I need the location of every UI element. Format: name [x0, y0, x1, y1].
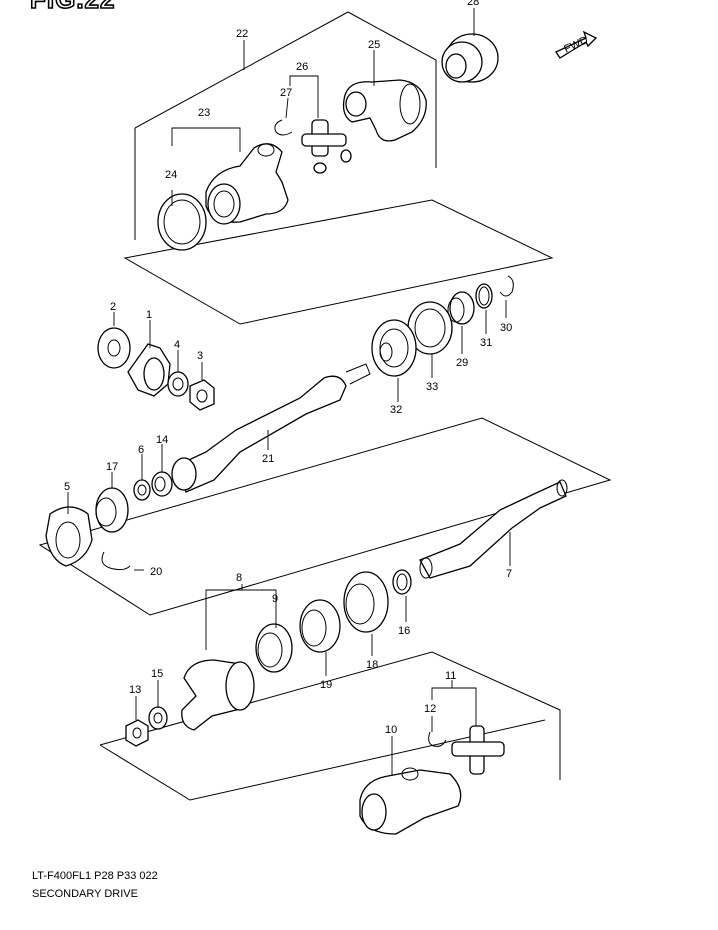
- label-20: 20: [150, 566, 162, 578]
- part-5-gear: [45, 506, 93, 567]
- label-2: 2: [110, 301, 116, 313]
- part-14-collar: [151, 471, 173, 497]
- part-16-ring: [392, 569, 412, 595]
- label-30: 30: [500, 322, 512, 334]
- label-17: 17: [106, 461, 118, 473]
- part-19-seal: [299, 599, 341, 653]
- label-9: 9: [272, 593, 278, 605]
- part-7-shaft: [419, 479, 568, 579]
- part-32-bearing: [371, 319, 417, 377]
- part-9-seal: [255, 623, 293, 673]
- part-23-yoke: [205, 143, 289, 225]
- label-25: 25: [368, 39, 380, 51]
- figure-title: FIG.22: [29, 0, 115, 15]
- label-10: 10: [385, 724, 397, 736]
- part-20-circlip: [101, 551, 131, 571]
- leader-lines: [67, 8, 511, 776]
- part-24-ring: [157, 193, 207, 251]
- label-7: 7: [506, 568, 512, 580]
- svg-text:FWD: FWD: [562, 34, 590, 55]
- label-5: 5: [64, 481, 70, 493]
- label-22: 22: [236, 28, 248, 40]
- fwd-arrow-icon: FWD: [555, 30, 598, 59]
- part-labels: 22 23 24 26 27 25 28 30 31 29 33 32 21 2…: [64, 0, 512, 736]
- label-32: 32: [390, 404, 402, 416]
- label-31: 31: [480, 337, 492, 349]
- drawing-name: SECONDARY DRIVE: [32, 888, 138, 900]
- label-16: 16: [398, 625, 410, 637]
- label-4: 4: [174, 339, 180, 351]
- part-4-washer: [167, 371, 189, 397]
- label-15: 15: [151, 668, 163, 680]
- assembly-box-upper-shaft: [123, 199, 554, 325]
- label-26: 26: [296, 61, 308, 73]
- label-11: 11: [445, 670, 456, 682]
- part-28-boot: [441, 33, 499, 83]
- part-15-washer: [148, 706, 168, 730]
- part-1-gear: [127, 343, 171, 397]
- label-12: 12: [424, 703, 436, 715]
- label-19: 19: [320, 679, 332, 691]
- label-24: 24: [165, 169, 177, 181]
- label-18: 18: [366, 659, 378, 671]
- label-14: 14: [156, 434, 168, 446]
- part-26-spider: [301, 119, 352, 174]
- part-25-yoke: [342, 79, 427, 142]
- part-27-circlip: [274, 119, 293, 136]
- assembly-box-22: [134, 11, 437, 240]
- label-29: 29: [456, 357, 468, 369]
- drawing-code: LT-F400FL1 P28 P33 022: [32, 870, 158, 882]
- part-13-nut: [125, 719, 149, 747]
- part-31-ring: [475, 283, 493, 309]
- label-8: 8: [236, 572, 242, 584]
- part-21-shaft: [171, 363, 371, 493]
- assembly-box-8: [99, 651, 561, 801]
- label-1: 1: [146, 309, 152, 321]
- label-33: 33: [426, 381, 438, 393]
- label-23: 23: [198, 107, 210, 119]
- label-21: 21: [262, 453, 274, 465]
- part-8-yoke: [181, 659, 255, 731]
- label-13: 13: [129, 684, 141, 696]
- part-11-spider: [451, 725, 505, 775]
- label-3: 3: [197, 350, 203, 362]
- part-6-washer: [133, 479, 151, 501]
- part-2-washer: [97, 327, 131, 369]
- label-28: 28: [467, 0, 479, 8]
- part-29-collar: [447, 291, 475, 325]
- part-18-bearing: [343, 571, 389, 633]
- part-3-nut: [189, 379, 215, 411]
- part-17-bearing: [95, 487, 129, 533]
- part-12-circlip: [428, 731, 447, 747]
- assembly-box-7: [38, 417, 612, 616]
- part-10-yoke: [359, 767, 462, 835]
- label-27: 27: [280, 87, 292, 99]
- part-30-circlip: [499, 275, 514, 297]
- label-6: 6: [138, 444, 144, 456]
